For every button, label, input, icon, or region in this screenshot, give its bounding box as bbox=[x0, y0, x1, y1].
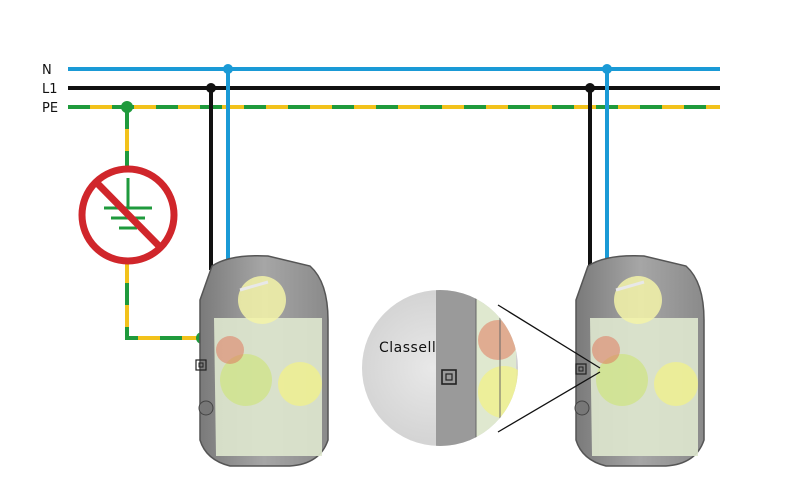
zoom-callout: Classell bbox=[362, 290, 601, 446]
luminaire-2 bbox=[574, 254, 705, 467]
earth-label: PE bbox=[42, 101, 58, 116]
class-ii-double-square-icon bbox=[195, 359, 207, 371]
prohibited-earth-icon bbox=[78, 165, 178, 265]
line-label: L1 bbox=[42, 82, 58, 97]
class-ii-double-square-icon bbox=[575, 363, 587, 375]
neutral-label: N bbox=[42, 63, 52, 78]
zoom-label: Classell bbox=[379, 340, 436, 356]
luminaire-1 bbox=[195, 254, 329, 467]
